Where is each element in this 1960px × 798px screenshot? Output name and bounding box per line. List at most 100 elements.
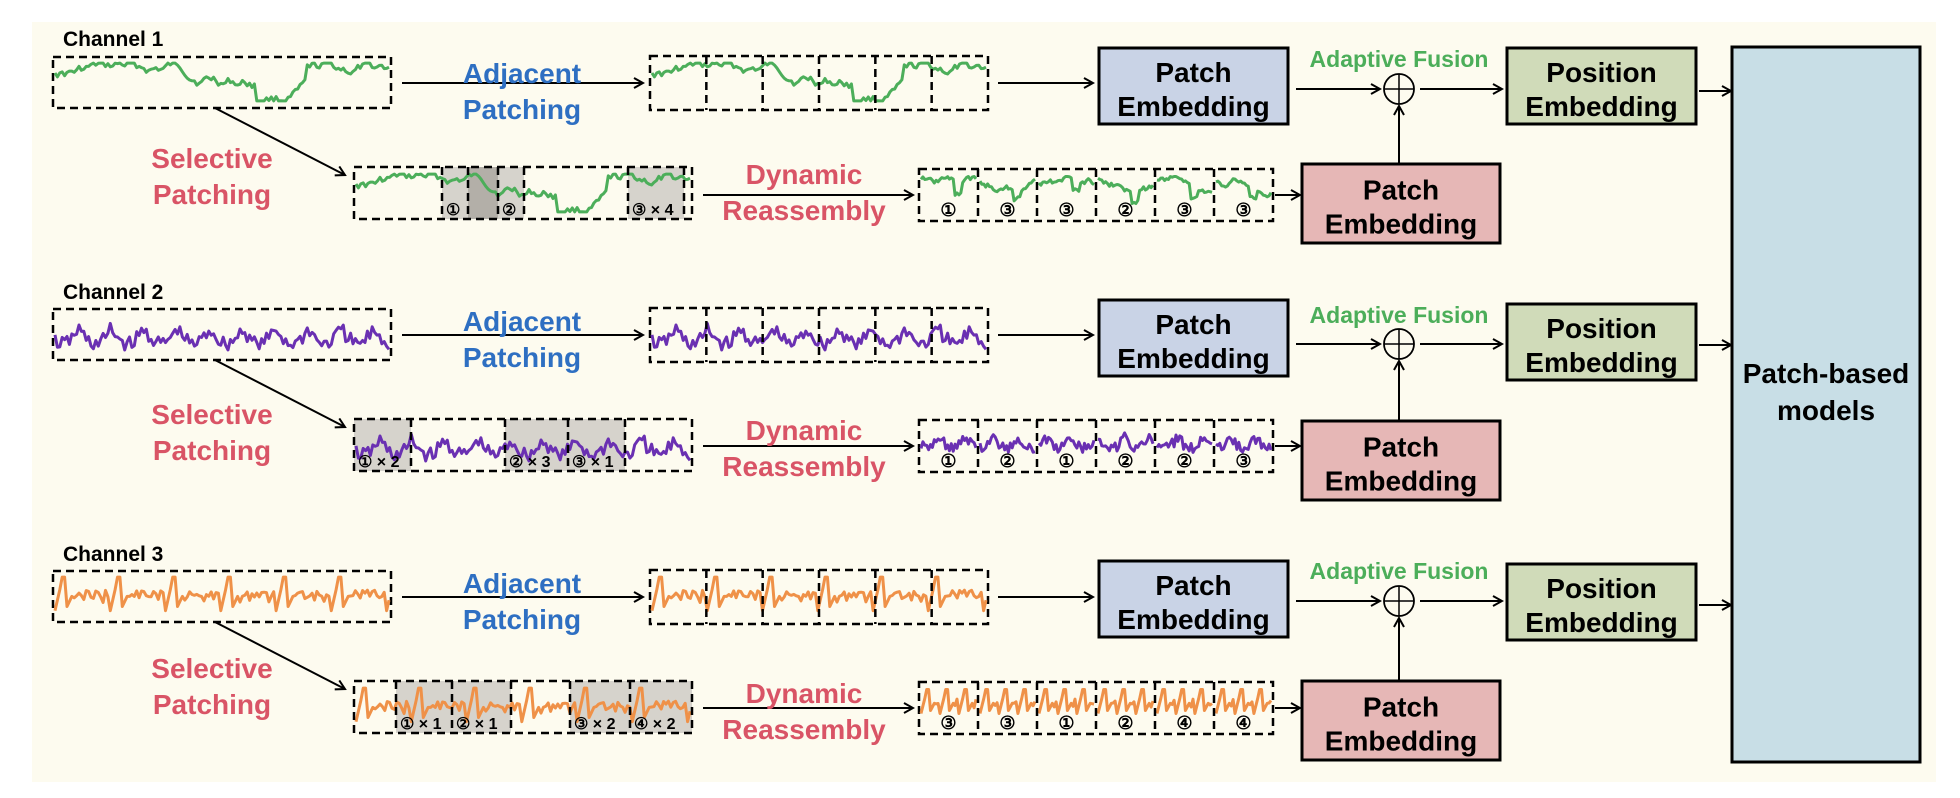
selected-patch-shade <box>628 167 684 219</box>
adjacent-label-line2: Patching <box>463 342 581 373</box>
raw-signal <box>51 307 393 362</box>
position-embedding-rect <box>1505 46 1698 126</box>
model-label-line2: models <box>1777 395 1875 426</box>
adaptive-fusion-label: Adaptive Fusion <box>1310 558 1489 584</box>
reassembled-patch-signal <box>1037 175 1095 193</box>
reassembled-patch-label: ③ <box>1058 200 1074 220</box>
selected-patch-label: ③ × 2 <box>574 716 616 733</box>
selected-patch-label: ② <box>502 202 516 219</box>
adjacent-patches <box>648 568 990 626</box>
selected-patch-shade <box>442 167 468 219</box>
channel-2: Channel 2AdjacentPatchingPatchEmbeddingA… <box>51 281 1731 502</box>
selective-frame <box>352 679 694 735</box>
reassembled-patch-label: ④ <box>1176 713 1192 733</box>
reassembled-patch-label: ② <box>999 451 1015 471</box>
adjacent-label-line2: Patching <box>463 94 581 125</box>
reassembled-patch-label: ② <box>1117 200 1133 220</box>
patch-embedding-adjacent-line2: Embedding <box>1117 343 1269 374</box>
channel-label: Channel 2 <box>63 281 163 304</box>
selected-patch-label: ① <box>446 202 460 219</box>
selective-arrow <box>214 107 345 175</box>
reassembled-patch-label: ③ <box>940 713 956 733</box>
reassembled-patch-label: ① <box>940 200 956 220</box>
selective-frame <box>352 417 694 473</box>
position-embedding-line2: Embedding <box>1525 91 1677 122</box>
patch-embedding-adjacent-line2: Embedding <box>1117 604 1269 635</box>
reassembled-patch-signal <box>978 177 1036 203</box>
position-embedding-line2: Embedding <box>1525 347 1677 378</box>
patch-embedding-adjacent-line1: Patch <box>1155 57 1231 88</box>
selective-label-line1: Selective <box>151 399 272 430</box>
dynamic-label-line2: Reassembly <box>722 195 886 226</box>
channel-label: Channel 1 <box>63 28 164 51</box>
raw-signal-frame <box>51 307 393 362</box>
adjacent-label-line1: Adjacent <box>463 58 581 89</box>
reassembled-patch-signal <box>919 175 978 197</box>
adjacent-label-line1: Adjacent <box>463 306 581 337</box>
selected-patch-label: ③ × 1 <box>572 454 614 471</box>
reassembled-patch-label: ② <box>1117 451 1133 471</box>
channel-label: Channel 3 <box>63 543 163 566</box>
raw-signal-line <box>53 575 391 613</box>
reassembled-patch-signal <box>1155 688 1213 715</box>
selective-arrow <box>214 621 345 689</box>
patch-based-model-block: Patch-based models <box>1730 45 1922 764</box>
reassembled-patch-signal <box>919 435 978 453</box>
raw-signal-frame <box>51 55 393 110</box>
model-box <box>1730 45 1922 764</box>
selective-label-line2: Patching <box>153 179 271 210</box>
adjacent-patches-signal <box>650 575 988 613</box>
reassembled-patch-label: ④ <box>1235 713 1251 733</box>
adjacent-label-line1: Adjacent <box>463 568 581 599</box>
selected-patch-label: ① × 2 <box>358 454 400 471</box>
reassembled-patch-label: ① <box>1058 451 1074 471</box>
patch-embedding-selective-line1: Patch <box>1363 692 1439 723</box>
reassembled-patch-signal <box>919 688 978 715</box>
patch-embedding-selective-line2: Embedding <box>1325 466 1477 497</box>
fusion-add-icon <box>1383 328 1415 360</box>
reassembled-patch-label: ② <box>1117 713 1133 733</box>
reassembled-patch-label: ① <box>940 451 956 471</box>
selected-patch-label: ② × 1 <box>456 716 498 733</box>
selective-patches: ① ② ③ × 4 <box>352 165 694 221</box>
fusion-add-icon <box>1383 585 1415 617</box>
reassembled-patch-signal <box>1155 433 1213 454</box>
selected-patch-label: ③ × 4 <box>632 202 674 219</box>
reassembled-patch-signal <box>1096 688 1155 715</box>
raw-signal <box>51 569 393 624</box>
selective-label-line1: Selective <box>151 653 272 684</box>
patch-embedding-selective-line1: Patch <box>1363 175 1439 206</box>
selective-label-line1: Selective <box>151 143 272 174</box>
position-embedding-line1: Position <box>1546 57 1656 88</box>
reassembled-patch-label: ③ <box>1235 451 1251 471</box>
position-embedding-line1: Position <box>1546 573 1656 604</box>
selective-arrow <box>214 359 345 427</box>
reassembled-patch-label: ① <box>1058 713 1074 733</box>
reassembled-patch-signal <box>1214 688 1273 715</box>
adjacent-patches <box>648 306 990 364</box>
patch-embedding-selective-rect <box>1300 679 1502 762</box>
model-label-line1: Patch-based <box>1743 358 1910 389</box>
selected-patch-label: ① × 1 <box>400 716 442 733</box>
dynamic-label-line1: Dynamic <box>746 159 863 190</box>
raw-signal <box>51 55 393 110</box>
raw-signal-frame <box>51 569 393 624</box>
patch-embedding-adjacent-rect <box>1097 46 1290 126</box>
position-embedding-rect <box>1505 562 1698 642</box>
fusion-add-icon <box>1383 73 1415 105</box>
channel-1: Channel 1AdjacentPatchingPatchEmbeddingA… <box>51 28 1731 245</box>
dynamic-label-line1: Dynamic <box>746 415 863 446</box>
